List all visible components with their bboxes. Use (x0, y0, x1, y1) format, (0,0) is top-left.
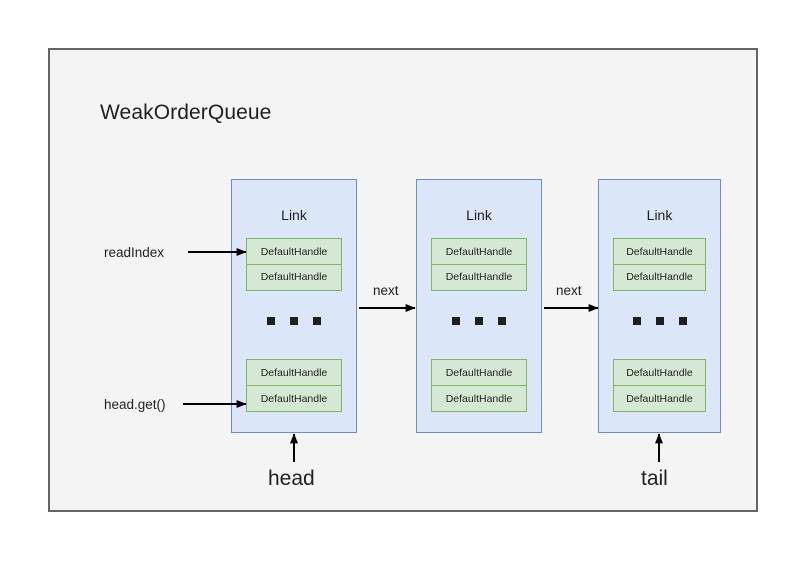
link-node-3-title: Link (646, 207, 673, 223)
default-handle[interactable]: DefaultHandle (431, 238, 527, 265)
ellipsis-dot (498, 317, 506, 325)
default-handle[interactable]: DefaultHandle (431, 263, 527, 291)
default-handle[interactable]: DefaultHandle (246, 238, 342, 265)
link-node-3-handles-top: DefaultHandle DefaultHandle (613, 238, 706, 291)
link-node-2-ellipsis (417, 317, 541, 325)
ellipsis-dot (655, 317, 664, 325)
link-node-3-handles-bottom: DefaultHandle DefaultHandle (613, 359, 706, 412)
ellipsis-dot (267, 317, 275, 325)
label-read-index: readIndex (104, 245, 165, 260)
default-handle[interactable]: DefaultHandle (431, 359, 527, 387)
link-node-2-title: Link (466, 207, 492, 223)
default-handle[interactable]: DefaultHandle (613, 263, 706, 291)
link-node-1-handles-top: DefaultHandle DefaultHandle (246, 238, 342, 291)
ellipsis-dot (475, 317, 483, 325)
ellipsis-dot (313, 317, 321, 325)
label-next-2: next (556, 283, 582, 298)
label-head: head (268, 467, 315, 490)
link-node-1-handles-bottom: DefaultHandle DefaultHandle (246, 359, 342, 412)
link-node-3-ellipsis (599, 317, 720, 325)
link-node-3[interactable]: Link DefaultHandle DefaultHandle Default… (598, 179, 721, 433)
default-handle[interactable]: DefaultHandle (613, 359, 706, 387)
default-handle[interactable]: DefaultHandle (246, 263, 342, 291)
ellipsis-dot (452, 317, 460, 325)
label-next-1: next (373, 283, 399, 298)
link-node-1-ellipsis (232, 317, 356, 325)
default-handle[interactable]: DefaultHandle (246, 359, 342, 387)
ellipsis-dot (632, 317, 641, 325)
default-handle[interactable]: DefaultHandle (246, 385, 342, 412)
container-title: WeakOrderQueue (100, 101, 272, 124)
link-node-2[interactable]: Link DefaultHandle DefaultHandle Default… (416, 179, 542, 433)
label-head-get: head.get() (104, 397, 166, 412)
ellipsis-dot (678, 317, 687, 325)
label-tail: tail (641, 467, 668, 490)
link-node-2-handles-bottom: DefaultHandle DefaultHandle (431, 359, 527, 412)
default-handle[interactable]: DefaultHandle (431, 385, 527, 412)
ellipsis-dot (290, 317, 298, 325)
link-node-1[interactable]: Link DefaultHandle DefaultHandle Default… (231, 179, 357, 433)
default-handle[interactable]: DefaultHandle (613, 385, 706, 412)
link-node-1-title: Link (281, 207, 307, 223)
default-handle[interactable]: DefaultHandle (613, 238, 706, 265)
link-node-2-handles-top: DefaultHandle DefaultHandle (431, 238, 527, 291)
